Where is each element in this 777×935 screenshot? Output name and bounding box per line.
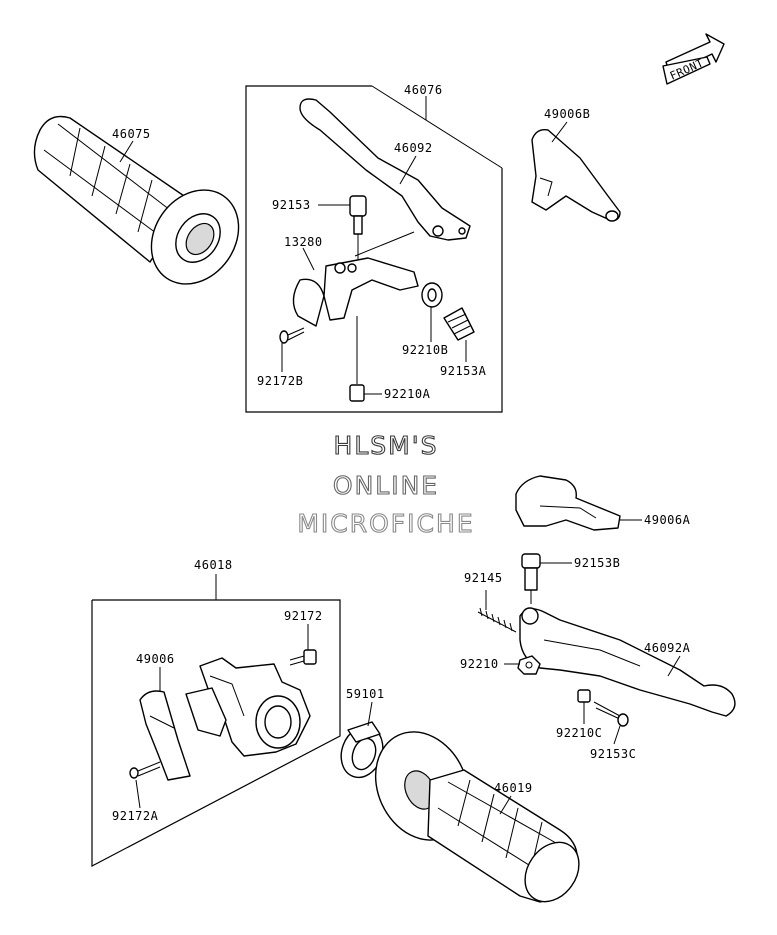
label-92210c: 92210C — [556, 726, 602, 740]
label-46018: 46018 — [194, 558, 233, 572]
label-92172: 92172 — [284, 609, 323, 623]
label-92153a: 92153A — [440, 364, 487, 378]
bolt-92153b-drawing — [521, 553, 541, 604]
label-46019: 46019 — [494, 781, 533, 795]
leader-lines — [119, 96, 681, 815]
label-46075: 46075 — [112, 127, 151, 141]
label-46092a: 46092A — [644, 641, 691, 655]
bolt-92153-drawing — [349, 195, 367, 262]
grip-46019-drawing — [374, 731, 580, 903]
front-arrow-icon: FRONT — [662, 33, 725, 85]
label-92153c: 92153C — [590, 747, 636, 761]
guard-49006b-drawing — [531, 129, 621, 222]
label-13280: 13280 — [284, 235, 323, 249]
screw-92172a-drawing — [129, 761, 161, 779]
label-92210a: 92210A — [384, 387, 431, 401]
grip-46075-drawing — [33, 115, 240, 285]
spring-92145-drawing — [477, 607, 517, 633]
part-labels: 46075 46076 46092 49006B 92153 13280 922… — [112, 83, 691, 823]
label-49006a: 49006A — [644, 513, 691, 527]
label-92153: 92153 — [272, 198, 311, 212]
label-59101: 59101 — [346, 687, 385, 701]
guard-49006a-drawing — [515, 475, 621, 531]
label-46076: 46076 — [404, 83, 443, 97]
label-92145: 92145 — [464, 571, 503, 585]
assembly-box-46018 — [91, 599, 341, 867]
lever-46092-drawing — [299, 98, 471, 257]
watermark-line-3: MICROFICHE — [297, 509, 474, 538]
clamp-13280-drawing — [292, 257, 419, 327]
nut-92210-drawing — [517, 655, 541, 675]
screw-92172b-drawing — [279, 327, 305, 344]
housing-46018-drawing — [185, 657, 311, 757]
bolt-92153c-drawing — [593, 701, 629, 727]
label-92172b: 92172B — [257, 374, 303, 388]
assembly-box-46076 — [245, 85, 503, 413]
watermark-line-2: ONLINE — [333, 471, 439, 500]
lever-46092a-drawing — [519, 607, 736, 717]
nut-92210c-drawing — [577, 689, 591, 703]
label-49006: 49006 — [136, 652, 175, 666]
screw-92172-drawing — [289, 649, 317, 666]
label-92210: 92210 — [460, 657, 499, 671]
washer-92210b-drawing — [421, 282, 443, 308]
bolt-92153a-drawing — [443, 307, 475, 341]
label-46092: 46092 — [394, 141, 433, 155]
label-92172a: 92172A — [112, 809, 159, 823]
label-49006b: 49006B — [544, 107, 590, 121]
collar-59101-drawing — [340, 721, 384, 779]
label-92210b: 92210B — [402, 343, 448, 357]
nut-92210a-drawing — [349, 316, 365, 402]
label-92153b: 92153B — [574, 556, 620, 570]
watermark-line-1: HLSM'S — [334, 431, 439, 460]
